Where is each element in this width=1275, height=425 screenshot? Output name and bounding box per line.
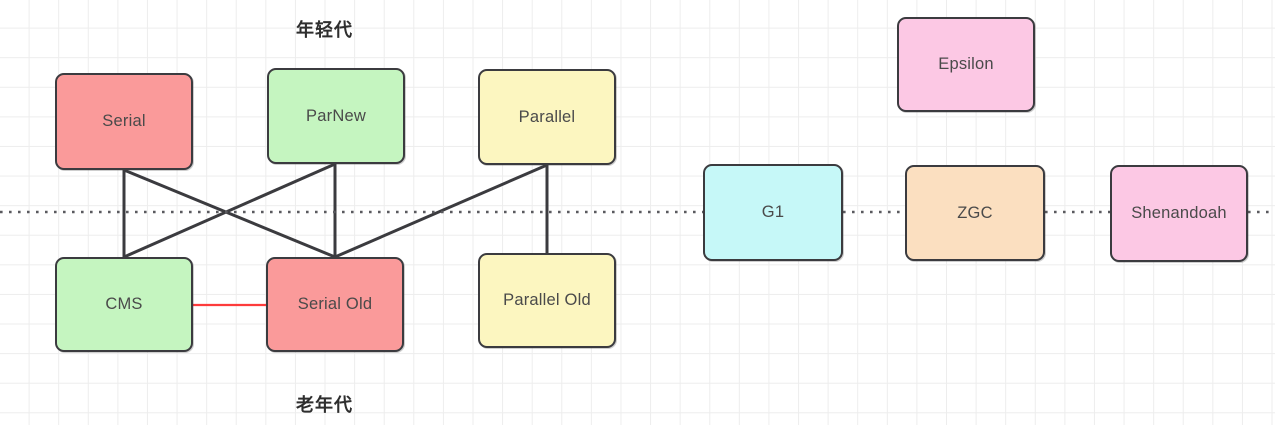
node-serial[interactable]: Serial [55, 73, 193, 170]
node-epsilon[interactable]: Epsilon [897, 17, 1035, 112]
old-generation-label: 老年代 [296, 395, 353, 415]
node-label: Epsilon [938, 55, 994, 73]
node-label: Parallel [518, 107, 576, 126]
node-parallel[interactable]: Parallel [478, 69, 616, 165]
node-label: Parallel Old [503, 291, 591, 309]
node-parallel-old[interactable]: Parallel Old [478, 253, 616, 348]
node-label: CMS [105, 295, 143, 313]
node-shenandoah[interactable]: Shenandoah [1110, 165, 1248, 262]
node-zgc[interactable]: ZGC [905, 165, 1045, 261]
node-parnew[interactable]: ParNew [267, 68, 405, 164]
edge-serial-serialold [123, 168, 336, 259]
node-label: ParNew [306, 106, 366, 125]
node-label: Serial [102, 112, 146, 130]
node-label: G1 [761, 203, 785, 221]
node-serial-old[interactable]: Serial Old [266, 257, 404, 352]
node-g1[interactable]: G1 [703, 164, 843, 261]
node-label: Serial Old [297, 295, 373, 313]
edge-parnew-cms [123, 162, 336, 259]
node-cms[interactable]: CMS [55, 257, 193, 352]
young-generation-label: 年轻代 [296, 20, 353, 40]
node-label: Shenandoah [1131, 204, 1227, 222]
node-label: ZGC [957, 203, 993, 222]
edge-parallel-serialold [334, 163, 548, 259]
